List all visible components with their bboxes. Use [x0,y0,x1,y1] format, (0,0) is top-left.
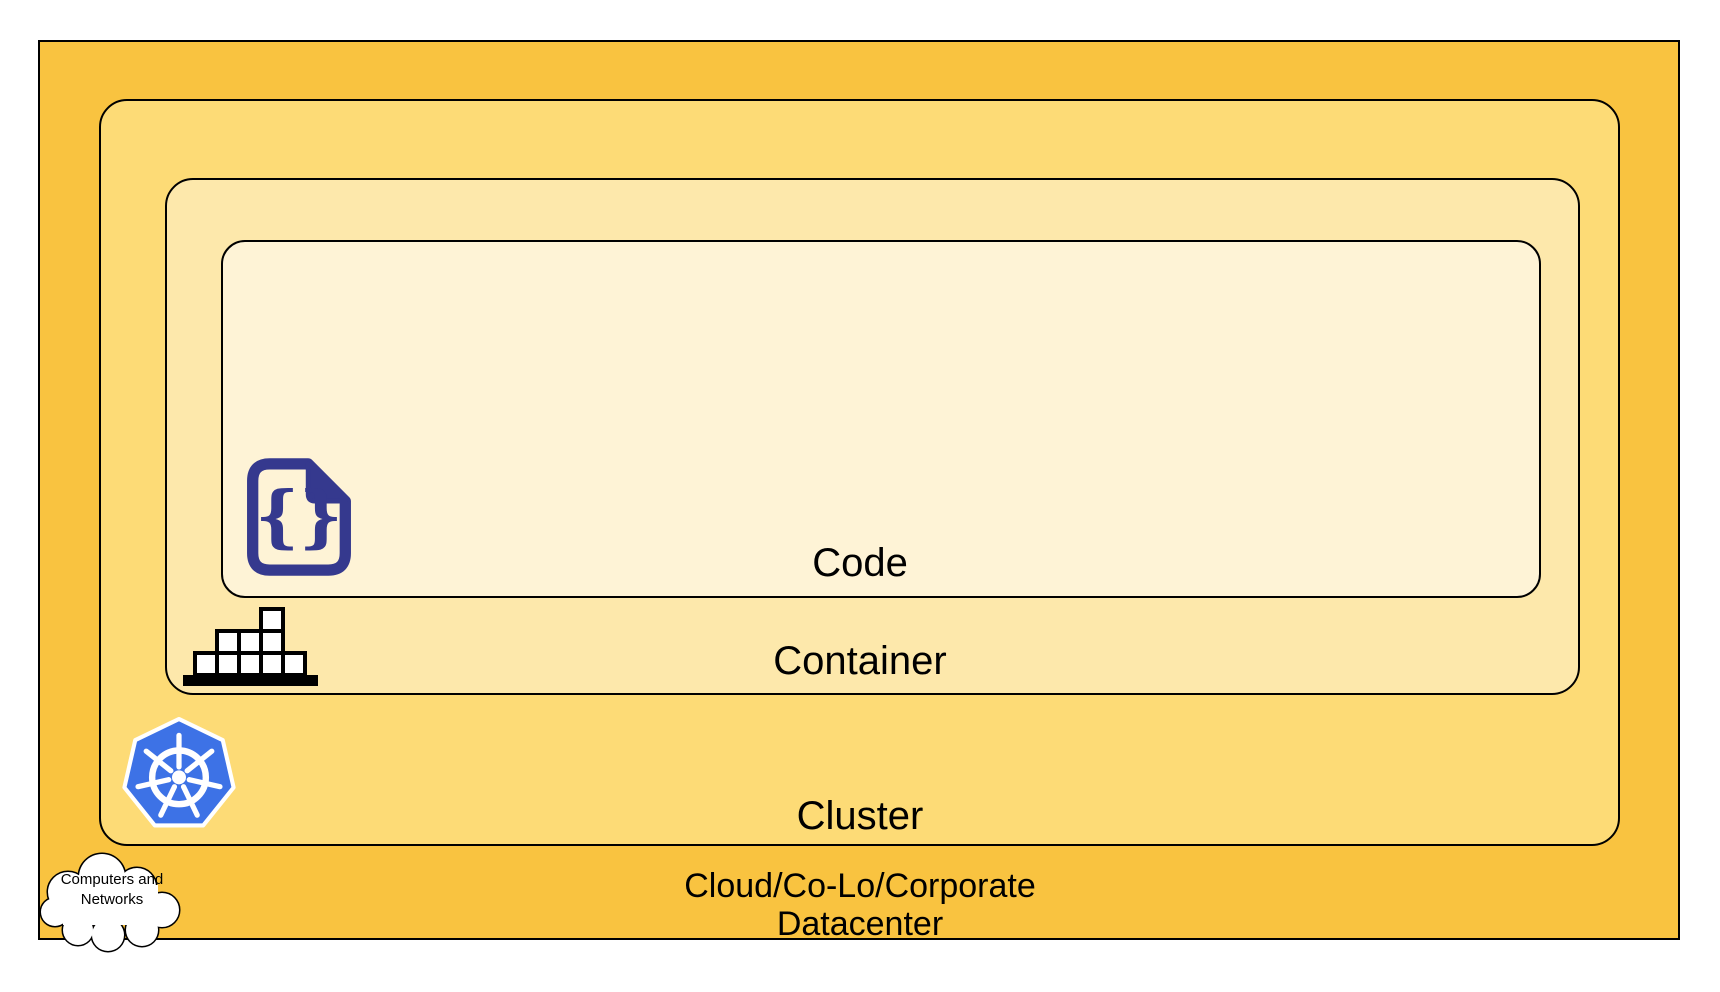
cloud-label-line2: Networks [80,891,144,908]
code-layer-label: Code [812,541,908,585]
kubernetes-icon [122,716,236,828]
container-blocks-icon [183,607,318,686]
container-layer-label: Container [773,639,947,683]
datacenter-label-line2: Datacenter [776,905,944,943]
computers-networks-cloud: Computers and Networks [38,850,186,954]
cloud-label: Computers and Networks [38,870,186,910]
layer-code [221,240,1541,598]
cloud-shape-icon [39,852,181,953]
datacenter-layer-label: Cloud/Co-Lo/Corporate Datacenter [684,867,1036,943]
cluster-layer-label: Cluster [796,794,924,838]
code-braces-glyph: {} [255,476,342,556]
datacenter-label-line1: Cloud/Co-Lo/Corporate [684,867,1036,905]
code-file-icon: {} [247,458,351,576]
cloud-label-line1: Computers and [60,871,164,888]
